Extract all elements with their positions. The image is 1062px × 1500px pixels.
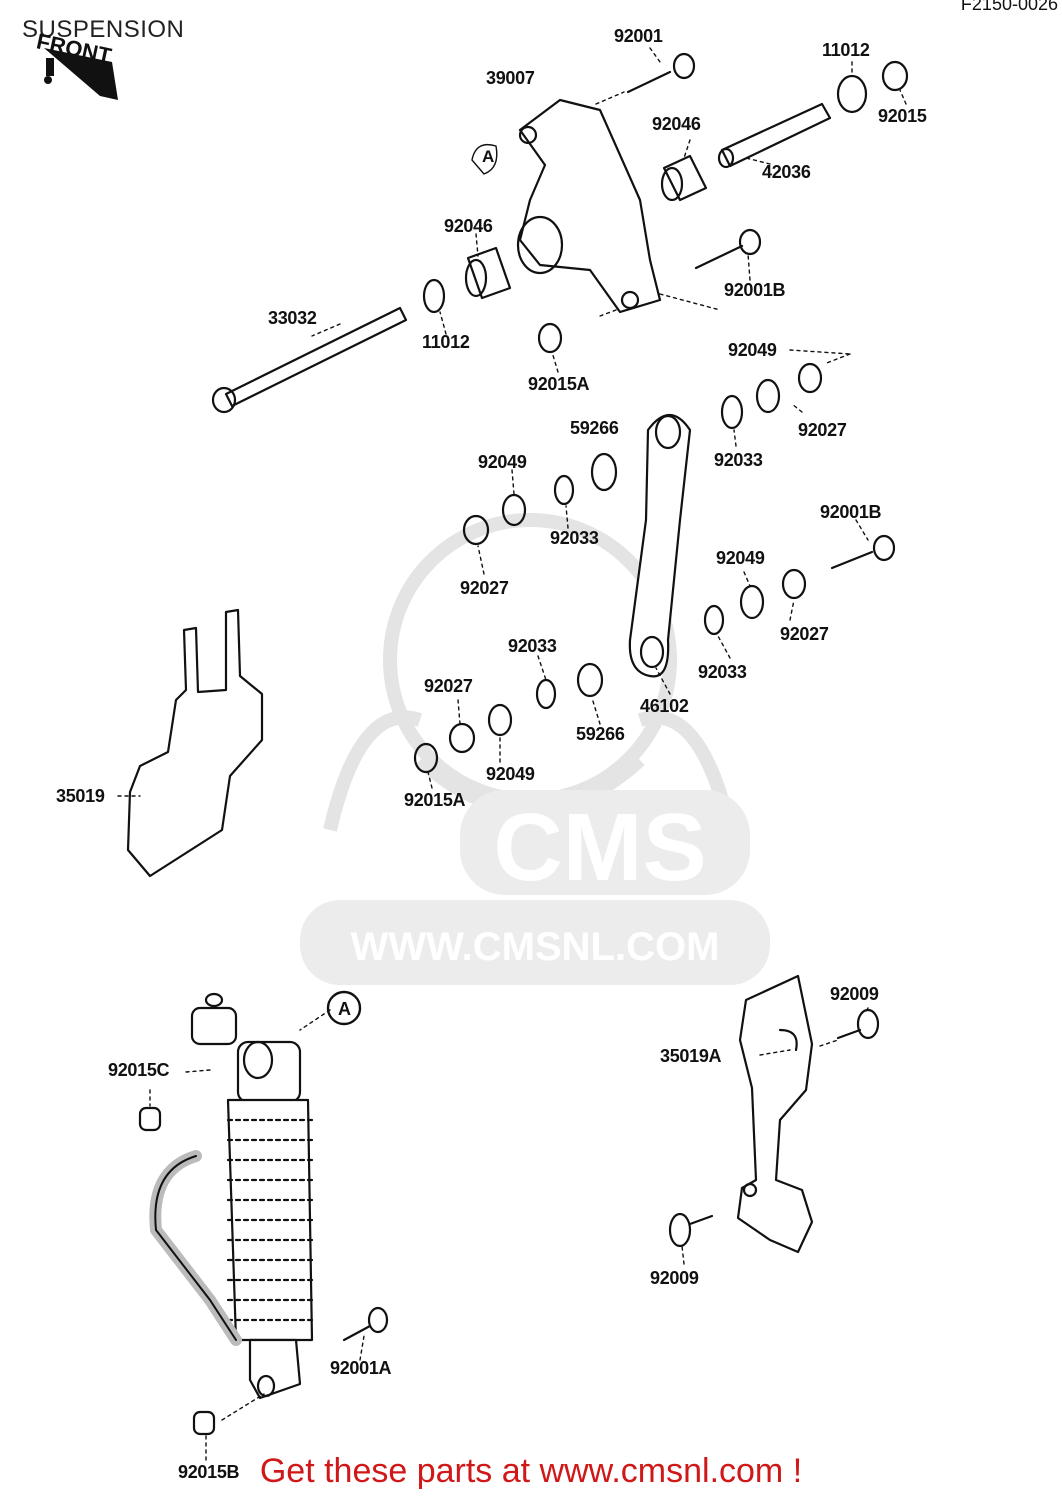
part-label[interactable]: 11012: [422, 332, 470, 352]
front-arrow-icon: [44, 48, 118, 100]
bolt-92009-lower: [668, 1212, 714, 1248]
part-label[interactable]: 92049: [728, 340, 777, 360]
leader-lines: [117, 47, 907, 1461]
bushing-92046-upper: [660, 154, 708, 202]
guard-35019: [126, 608, 264, 878]
rocker-arm-39007: [516, 98, 662, 314]
cap-92015-top: [881, 60, 909, 92]
part-label[interactable]: 92001B: [820, 502, 882, 522]
part-label[interactable]: 92015A: [528, 374, 590, 394]
circlip-92033-d: [535, 678, 557, 710]
part-label[interactable]: 92027: [780, 624, 829, 644]
circlip-92033-b: [553, 474, 575, 506]
callout-a-top-icon: [471, 143, 498, 175]
bolt-92001a: [342, 1306, 389, 1342]
nut-92015b: [192, 1410, 216, 1436]
bolt-33032: [211, 306, 408, 414]
spacer-59266-a: [590, 452, 618, 492]
part-label[interactable]: 92015B: [178, 1462, 240, 1482]
part-label[interactable]: 92009: [650, 1268, 699, 1288]
footer-link[interactable]: Get these parts at www.cmsnl.com !: [259, 1452, 803, 1490]
nut-92015c: [138, 1106, 162, 1132]
part-label[interactable]: 35019: [56, 786, 105, 806]
shock-absorber: [149, 992, 314, 1400]
part-label[interactable]: 92046: [444, 216, 493, 236]
part-label[interactable]: 42036: [762, 162, 811, 182]
bearing-92049-c: [739, 584, 765, 620]
part-label[interactable]: 92033: [550, 528, 599, 548]
part-label[interactable]: 92033: [698, 662, 747, 682]
part-label[interactable]: 46102: [640, 696, 689, 716]
part-label[interactable]: 92046: [652, 114, 701, 134]
sleeve-42036: [717, 102, 832, 169]
spacer-59266-b: [576, 662, 604, 698]
bearing-11012-lower: [422, 278, 446, 314]
part-label[interactable]: 92009: [830, 984, 879, 1004]
washer-92027-a: [797, 362, 823, 394]
part-label[interactable]: 92001B: [724, 280, 786, 300]
part-label[interactable]: 92001A: [330, 1358, 392, 1378]
part-label[interactable]: 92027: [460, 578, 509, 598]
bearing-92049-a: [755, 378, 781, 414]
washer-92027-c: [781, 568, 807, 600]
page-title: SUSPENSION: [22, 16, 185, 43]
part-label[interactable]: 92033: [714, 450, 763, 470]
part-label[interactable]: 11012: [822, 40, 870, 60]
link-46102: [628, 413, 692, 678]
bearing-92049-b: [501, 493, 527, 527]
part-label[interactable]: 92015: [878, 106, 927, 126]
watermark-brand: CMS: [493, 794, 706, 901]
bolt-92001: [626, 52, 696, 94]
circlip-92033-c: [703, 604, 725, 636]
part-label[interactable]: 59266: [570, 418, 619, 438]
nut-92015a-lower: [413, 742, 439, 774]
bearing-92049-d: [487, 703, 513, 737]
bearing-11012-top: [836, 74, 868, 114]
nut-92015a-upper: [537, 322, 563, 354]
part-label[interactable]: 59266: [576, 724, 625, 744]
washer-92027-d: [448, 722, 476, 754]
callout-a-top: A: [482, 147, 494, 166]
part-label[interactable]: 92049: [478, 452, 527, 472]
part-label[interactable]: 92001: [614, 26, 663, 46]
bushing-92046-lower: [464, 246, 512, 300]
callout-a-bottom: A: [338, 999, 351, 1019]
part-label[interactable]: 92049: [716, 548, 765, 568]
bolt-92001b-lower: [830, 534, 896, 570]
washer-92027-b: [462, 514, 490, 546]
part-label[interactable]: 92015C: [108, 1060, 170, 1080]
part-label[interactable]: 92049: [486, 764, 535, 784]
part-label[interactable]: 92033: [508, 636, 557, 656]
part-label[interactable]: 39007: [486, 68, 535, 88]
bolt-92001b-upper: [694, 228, 762, 270]
part-label[interactable]: 35019A: [660, 1046, 722, 1066]
part-label[interactable]: 33032: [268, 308, 317, 328]
circlip-92033-a: [720, 394, 744, 430]
part-label[interactable]: 92027: [798, 420, 847, 440]
bolt-92009-upper: [836, 1008, 880, 1040]
watermark-url: WWW.CMSNL.COM: [351, 925, 720, 969]
part-label[interactable]: 92027: [424, 676, 473, 696]
part-label[interactable]: 92015A: [404, 790, 466, 810]
callout-a-bottom-icon: [326, 990, 362, 1026]
reference-code: F2150-0026: [960, 0, 1058, 14]
bracket-35019a: [736, 974, 814, 1254]
